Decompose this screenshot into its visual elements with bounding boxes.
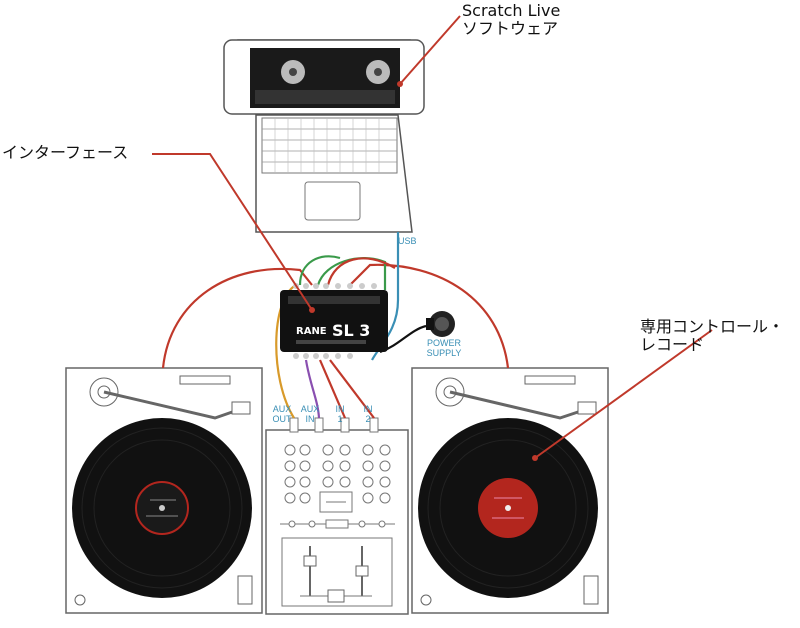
- callout-interface: インターフェース: [2, 144, 128, 162]
- trackpad: [304, 181, 361, 221]
- aux-in-label: AUX IN: [298, 404, 322, 424]
- audio-interface: RANE SL 3: [280, 283, 388, 359]
- turntable-left: [65, 367, 263, 614]
- in1-label: IN 1: [330, 404, 350, 424]
- power-supply: [426, 311, 455, 337]
- callout-control-record: 専用コントロール・ レコード: [640, 318, 784, 354]
- in1-line1: IN: [335, 404, 345, 414]
- power-label-line1: POWER: [426, 338, 461, 348]
- software-label-line1: Scratch Live: [462, 1, 561, 20]
- power-label-line2: SUPPLY: [426, 348, 462, 358]
- in1-line2: 1: [337, 414, 343, 424]
- record-label-line1: 専用コントロール・: [640, 317, 785, 336]
- usb-label: USB: [398, 236, 417, 246]
- in2-line2: 2: [365, 414, 371, 424]
- aux-out-label: AUX OUT: [270, 404, 294, 424]
- in2-label: IN 2: [358, 404, 378, 424]
- interface-brand: RANE: [296, 326, 327, 337]
- record-label-line2: レコード: [640, 335, 705, 354]
- mixer: [265, 417, 409, 615]
- keyboard: [261, 117, 398, 174]
- in2-line1: IN: [363, 404, 373, 414]
- aux-in-line2: IN: [305, 414, 315, 424]
- aux-out-line2: OUT: [272, 414, 292, 424]
- aux-in-line1: AUX: [300, 404, 320, 414]
- turntable-right: [411, 367, 609, 614]
- aux-out-line1: AUX: [272, 404, 292, 414]
- power-supply-label: POWER SUPPLY: [424, 338, 464, 358]
- callout-lines: [152, 15, 713, 459]
- interface-label: インターフェース: [2, 143, 129, 162]
- software-label-line2: ソフトウェア: [462, 19, 559, 38]
- interface-model: SL 3: [332, 321, 370, 340]
- callout-software: Scratch Live ソフトウェア: [462, 2, 560, 38]
- laptop: [223, 39, 425, 233]
